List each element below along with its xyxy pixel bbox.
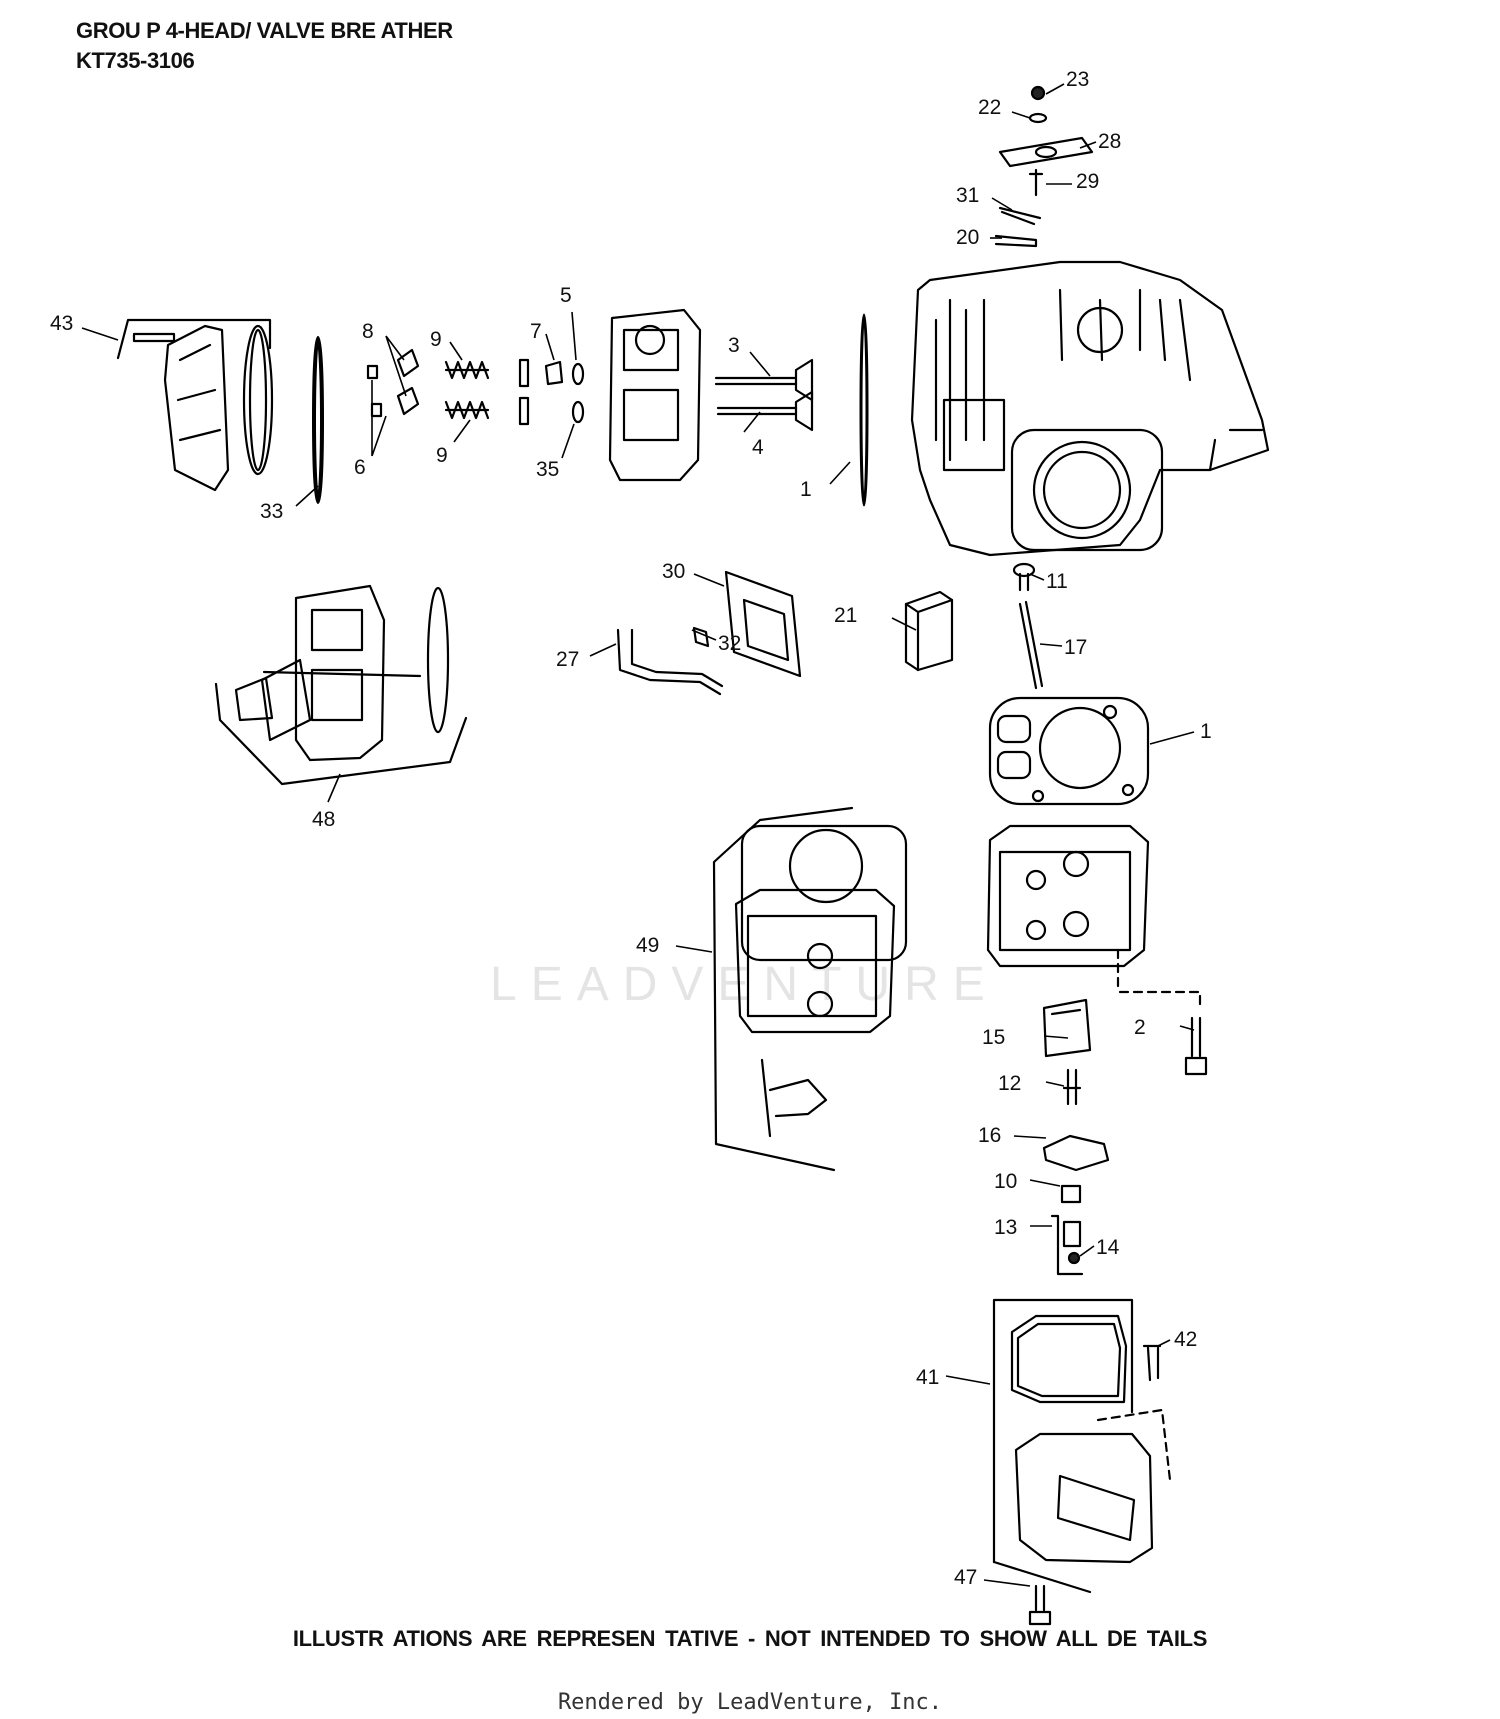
callout-21: 21: [834, 604, 857, 627]
model-number: KT735-3106: [76, 48, 195, 73]
diagram-title: GROU P 4-HEAD/ VALVE BRE ATHER: [76, 18, 453, 43]
callout-20: 20: [956, 226, 979, 249]
callout-47: 47: [954, 1566, 977, 1589]
callout-9-bottom: 9: [436, 444, 448, 467]
valve-keepers: [366, 348, 420, 418]
callout-14: 14: [1096, 1236, 1120, 1259]
callout-labels: 23 22 28 29 31 20 43 8 9 7 5 3 6 9 35 4 …: [50, 68, 1212, 1589]
bolt-2: [1184, 1016, 1208, 1076]
breather-hardware: [994, 85, 1094, 248]
callout-49: 49: [636, 934, 659, 957]
callout-16: 16: [978, 1124, 1001, 1147]
callout-2: 2: [1134, 1016, 1146, 1039]
callout-9-top: 9: [430, 328, 442, 351]
callout-30: 30: [662, 560, 685, 583]
callout-41: 41: [916, 1366, 939, 1389]
head-assembly-48: [214, 584, 468, 786]
callout-23: 23: [1066, 68, 1089, 91]
callout-10: 10: [994, 1170, 1017, 1193]
valve-cover-41: [992, 1298, 1172, 1594]
pushrod-and-bolt: [1012, 562, 1044, 690]
callout-1-top: 1: [800, 478, 812, 501]
engine-block: [910, 260, 1270, 557]
callout-31: 31: [956, 184, 979, 207]
filter-block-21: [904, 590, 954, 672]
gasket-33: [312, 336, 324, 504]
callout-35: 35: [536, 458, 559, 481]
callout-1-gasket: 1: [1200, 720, 1212, 743]
valves: [714, 358, 814, 432]
head-assembly-49: [712, 806, 908, 1172]
valve-seals: [518, 358, 585, 426]
valve-cover-plate: [616, 570, 802, 696]
callout-27: 27: [556, 648, 579, 671]
callout-17: 17: [1064, 636, 1087, 659]
callout-29: 29: [1076, 170, 1099, 193]
callout-11: 11: [1046, 570, 1068, 593]
tube-and-bolt: [1028, 1344, 1162, 1626]
callout-4: 4: [752, 436, 764, 459]
cylinder-head-right: [986, 824, 1202, 1012]
disclaimer: ILLUSTR ATIONS ARE REPRESEN TATIVE - NOT…: [292, 1626, 1208, 1651]
callout-28: 28: [1098, 130, 1121, 153]
rendered-by: Rendered by LeadVenture, Inc.: [557, 1690, 943, 1715]
callout-42: 42: [1174, 1328, 1197, 1351]
breather-cover: [116, 318, 274, 492]
callout-5: 5: [560, 284, 572, 307]
callout-8: 8: [362, 320, 374, 343]
callout-33: 33: [260, 500, 283, 523]
head-gasket-1: [988, 696, 1150, 806]
cylinder-head-side: [608, 308, 702, 482]
callout-7: 7: [530, 320, 542, 343]
callout-43: 43: [50, 312, 73, 335]
callout-32: 32: [718, 632, 741, 655]
callout-3: 3: [728, 334, 740, 357]
callout-6: 6: [354, 456, 366, 479]
watermark: LEADVENTURE: [490, 958, 999, 1011]
callout-12: 12: [998, 1072, 1021, 1095]
callout-13: 13: [994, 1216, 1017, 1239]
valve-springs: [444, 360, 490, 420]
head-gasket-edge: [859, 313, 869, 507]
callout-22: 22: [978, 96, 1001, 119]
rocker-parts: [1042, 998, 1110, 1276]
callout-15: 15: [982, 1026, 1005, 1049]
callout-48: 48: [312, 808, 335, 831]
